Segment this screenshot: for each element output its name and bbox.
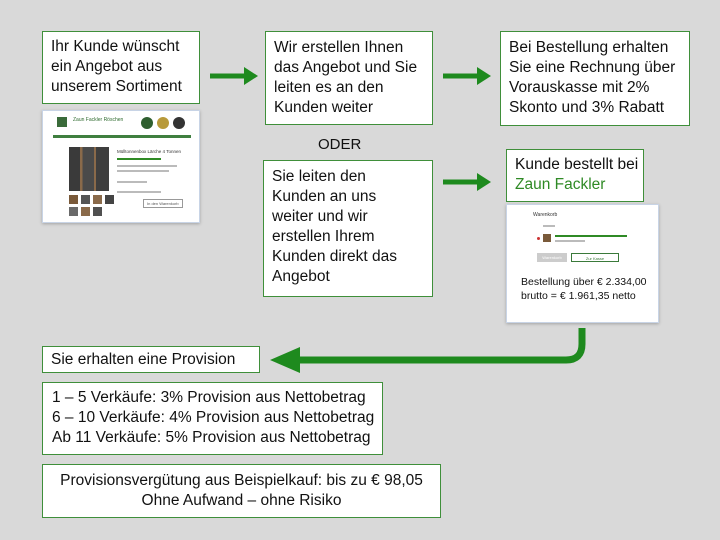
alt-step-direct-offer-box: Sie leiten den Kunden an uns weiter und … bbox=[263, 160, 433, 297]
thumb-mini-2 bbox=[81, 195, 90, 204]
alt-line-3: weiter und wir bbox=[272, 208, 368, 225]
provision-header-text: Sie erhalten eine Provision bbox=[51, 351, 236, 368]
step-invoice-box: Bei Bestellung erhalten Sie eine Rechnun… bbox=[500, 31, 690, 126]
tier-1: 1 – 5 Verkäufe: 3% Provision aus Nettobe… bbox=[52, 389, 366, 406]
alt-line-5: Kunden direkt das bbox=[272, 248, 397, 265]
thumb-shop-brand: Zaun Fackler Röschen bbox=[73, 117, 124, 123]
thumb-seal-3 bbox=[173, 117, 185, 129]
cart-product-line-2 bbox=[555, 240, 585, 242]
step2-line-4: Kunden weiter bbox=[274, 99, 374, 116]
tier-2: 6 – 10 Verkäufe: 4% Provision aus Nettob… bbox=[52, 409, 375, 426]
alt-line-6: Angebot bbox=[272, 268, 330, 285]
thumb-mini-6 bbox=[81, 207, 90, 216]
cart-order-text: Bestellung über € 2.334,00 brutto = € 1.… bbox=[521, 275, 658, 303]
customer-orders-box: Kunde bestellt bei Zaun Fackler bbox=[506, 149, 644, 202]
thumb-nav-bar bbox=[53, 135, 191, 138]
arrow-alt-to-order bbox=[443, 173, 491, 191]
thumb-mini-4 bbox=[105, 195, 114, 204]
order-line-1: Kunde bestellt bei bbox=[515, 156, 639, 173]
tier-3: Ab 11 Verkäufe: 5% Provision aus Nettobe… bbox=[52, 429, 371, 446]
thumb-text-line-1 bbox=[117, 158, 161, 160]
cart-order-line-1: Bestellung über bbox=[521, 276, 594, 288]
thumb-seal-1 bbox=[141, 117, 153, 129]
summary-box: Provisionsvergütung aus Beispielkauf: bi… bbox=[42, 464, 441, 518]
thumb-text-line-4 bbox=[117, 181, 147, 183]
arrow-step2-to-step3 bbox=[443, 67, 491, 85]
cart-thumb-button-right: Zur Kasse bbox=[571, 253, 619, 262]
thumb-text-line-3 bbox=[117, 170, 169, 172]
step1-line-3: unserem Sortiment bbox=[51, 78, 182, 95]
arrow-order-to-provision bbox=[270, 328, 586, 373]
cart-product-line-1 bbox=[555, 235, 627, 237]
provision-header-box: Sie erhalten eine Provision bbox=[42, 346, 260, 373]
step1-line-2: ein Angebot aus bbox=[51, 58, 163, 75]
cart-product-image bbox=[543, 234, 551, 242]
alt-line-2: Kunden an uns bbox=[272, 188, 377, 205]
shop-screenshot-thumbnail: Zaun Fackler Röschen Mülltonnenbox Lärch… bbox=[42, 110, 200, 223]
order-brand-zaun-fackler: Zaun Fackler bbox=[515, 176, 606, 193]
alt-line-4: erstellen Ihrem bbox=[272, 228, 375, 245]
step2-line-1: Wir erstellen Ihnen bbox=[274, 39, 404, 56]
cart-screenshot-thumbnail: Warenkorb Warenkorb Zur Kasse Bestellung… bbox=[506, 204, 659, 323]
thumb-product-image bbox=[69, 147, 109, 191]
step3-line-4: Skonto und 3% Rabatt bbox=[509, 99, 665, 116]
cart-order-line-2: € 2.334,00 brutto = bbox=[521, 276, 647, 302]
arrow-step1-to-step2 bbox=[210, 67, 258, 85]
step3-line-2: Sie eine Rechnung über bbox=[509, 59, 676, 76]
or-label: ODER bbox=[318, 136, 362, 153]
thumb-mini-7 bbox=[93, 207, 102, 216]
summary-line-1: Provisionsvergütung aus Beispielkauf: bi… bbox=[60, 472, 423, 489]
step3-line-1: Bei Bestellung erhalten bbox=[509, 39, 669, 56]
summary-line-2: Ohne Aufwand – ohne Risiko bbox=[141, 492, 342, 509]
thumb-mini-1 bbox=[69, 195, 78, 204]
step-customer-request-box: Ihr Kunde wünscht ein Angebot aus unsere… bbox=[42, 31, 200, 104]
provision-tiers-box: 1 – 5 Verkäufe: 3% Provision aus Nettobe… bbox=[42, 382, 383, 455]
cart-order-line-3: € 1.961,35 netto bbox=[559, 290, 636, 302]
thumb-header-logo bbox=[57, 117, 67, 127]
cart-thumb-label-line bbox=[543, 225, 555, 227]
cart-thumb-title: Warenkorb bbox=[533, 212, 558, 218]
step-create-offer-box: Wir erstellen Ihnen das Angebot und Sie … bbox=[265, 31, 433, 125]
thumb-product-title: Mülltonnenbox Lärche 4 Tonnen bbox=[117, 149, 181, 154]
step2-line-3: leiten es an den bbox=[274, 79, 384, 96]
step2-line-2: das Angebot und Sie bbox=[274, 59, 418, 76]
thumb-seal-2 bbox=[157, 117, 169, 129]
step3-line-3: Vorauskasse mit 2% bbox=[509, 79, 650, 96]
thumb-cta-button: In den Warenkorb bbox=[143, 199, 183, 208]
cart-thumb-button-left: Warenkorb bbox=[537, 253, 567, 262]
cart-remove-icon bbox=[537, 237, 540, 240]
thumb-mini-3 bbox=[93, 195, 102, 204]
thumb-text-line-2 bbox=[117, 165, 177, 167]
alt-line-1: Sie leiten den bbox=[272, 168, 366, 185]
thumb-mini-5 bbox=[69, 207, 78, 216]
step1-line-1: Ihr Kunde wünscht bbox=[51, 38, 180, 55]
thumb-text-line-5 bbox=[117, 191, 161, 193]
